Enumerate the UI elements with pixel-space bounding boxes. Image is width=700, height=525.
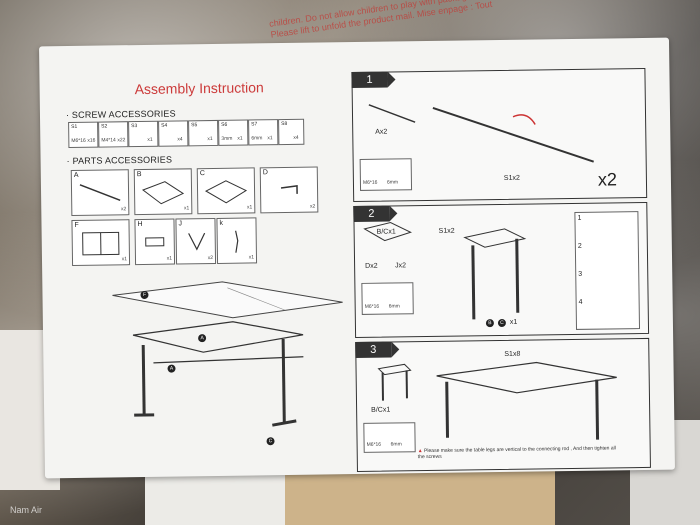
part-marker-a: A [167,364,176,373]
parts-section-heading: · PARTS ACCESSORIES [66,154,173,167]
step-number: 1 [351,71,388,89]
sub-steps-box: 1 2 3 4 [574,211,641,330]
part-marker-b: B [485,319,494,328]
desk-exploded-drawing [112,281,343,427]
tabletop-icon [82,231,120,256]
d-qty-label: Dx2 [365,262,378,270]
step-2-panel: 2 B/Cx1 Dx2 Jx2 M6*16 6mm S1x2 B C x1 1 … [353,201,650,339]
cardboard-box [285,470,555,525]
step-part-label: B/Cx1 [371,406,391,414]
rod-icon [79,184,121,202]
screw-cell: S1 M6*16 x16 [68,121,99,149]
bracket-icon [188,232,206,251]
step-number: 3 [355,341,392,359]
part-cell-a: A x2 [70,169,130,216]
parts-grid: A x2 B x1 C x1 D x2 F x1 H x1 [39,38,669,266]
part-cell-f: F x1 [71,219,131,266]
screw-cell: S8 x4 [278,118,305,146]
step-screw-label: S1x2 [438,227,455,235]
screw-cell: S2 M4*14 x22 [98,121,129,148]
screw-cell: S6 3mm x1 [218,119,249,146]
screw-section-heading: · SCREW ACCESSORIES [65,108,176,121]
part-cell-k: k x1 [216,217,258,264]
instruction-sheet: Assembly Instruction · SCREW ACCESSORIES… [39,37,675,479]
control-box-icon [145,237,165,247]
part-cell-j: J x2 [175,217,217,265]
screw-cell: S3 x1 [128,120,159,148]
step-number: 2 [353,205,390,223]
part-cell-h: H x1 [134,218,176,266]
part-cell-d: D x2 [259,166,319,214]
part-cell-b: B x1 [133,168,193,216]
leg-frame-illustration [463,228,527,320]
desk-frame-illustration [436,361,617,440]
part-marker-a: A [198,334,207,343]
step-1-panel: 1 Ax2 M6*16 6mm S1x2 x2 [351,67,648,203]
assembly-illustration [432,106,594,163]
part-marker-c: C [497,318,506,328]
screw-cell: S4 x4 [158,120,189,147]
frame-icon [363,222,412,242]
step-3-panel: 3 B/Cx1 M6*16 6mm S1x8 ▲ Please make sur… [355,337,651,473]
screw-cell: S5 x1 [188,119,219,147]
sheet-title: Assembly Instruction [134,79,264,98]
screw-box: M6*16 6mm [363,422,416,453]
frame-icon [205,180,248,204]
part-cell-c: C x1 [196,167,256,215]
part-marker-c: C [266,437,275,446]
warning-note: ▲ Please make sure the table legs are ve… [417,445,616,461]
screw-box: M6*16 6mm [359,158,413,191]
screw-cell: S7 6mm x1 [248,119,279,146]
step-screw-label: S1x2 [503,174,520,182]
part-marker-f: F [140,290,149,300]
step-part-label: Ax2 [375,128,388,136]
cable-icon [235,230,239,253]
leg-frame-icon [377,363,412,401]
bracket-icon [280,184,298,194]
step-multiplier: x2 [597,169,618,190]
step-qty-label: x1 [509,318,518,326]
j-qty-label: Jx2 [395,262,407,270]
watermark: Nam Air [10,505,43,515]
rod-icon [368,104,416,123]
screw-box: M6*16 6mm [361,282,414,315]
frame-icon [142,181,185,205]
